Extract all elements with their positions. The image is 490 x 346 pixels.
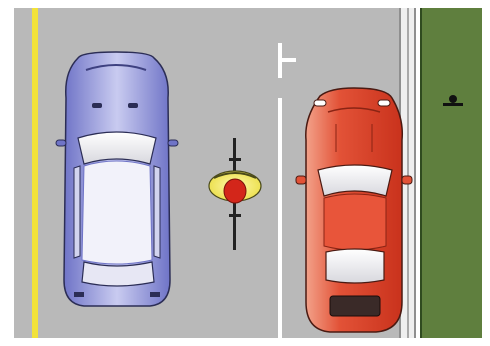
center-line	[32, 8, 38, 338]
lane-marker-top-horizontal	[278, 58, 296, 62]
lane-line-bottom	[278, 98, 282, 338]
car-icon	[56, 52, 178, 306]
car-icon	[296, 88, 412, 332]
grass-strip	[420, 8, 482, 338]
